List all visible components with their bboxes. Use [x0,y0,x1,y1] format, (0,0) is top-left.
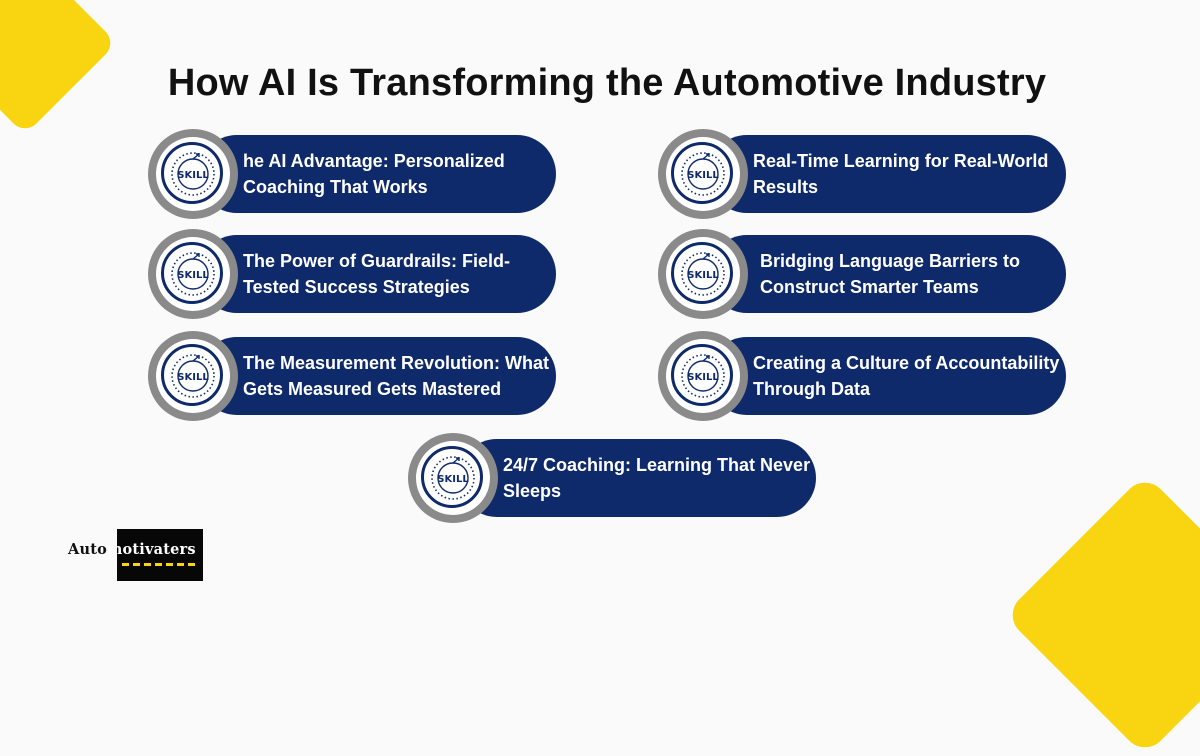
topic-label: The Measurement Revolution: What Gets Me… [243,353,550,399]
brand-logo-box [117,529,203,581]
decorative-yellow-diamond-bottom-right [1003,473,1200,756]
skill-badge-icon: SKILL [681,152,725,196]
topic-card-guardrails: SKILL The Power of Guardrails: Field-Tes… [148,229,558,319]
svg-text:SKILL: SKILL [687,270,719,281]
topic-card-24-7-coaching: SKILL 24/7 Coaching: Learning That Never… [408,433,818,523]
svg-text:SKILL: SKILL [177,170,209,181]
skill-badge-icon: SKILL [171,252,215,296]
topic-label: Bridging Language Barriers to Construct … [760,251,1021,297]
skill-badge-icon: SKILL [431,456,475,500]
topic-card-personalized-coaching: SKILL he AI Advantage: Personalized Coac… [148,129,558,219]
topic-card-measurement-revolution: SKILL The Measurement Revolution: What G… [148,331,558,421]
topic-pill [198,337,556,415]
svg-text:SKILL: SKILL [437,474,469,485]
svg-text:SKILL: SKILL [177,372,209,383]
badge: SKILL [658,331,748,421]
topic-label: Creating a Culture of Accountability Thr… [753,353,1060,399]
topic-pill [708,135,1066,213]
badge: SKILL [148,331,238,421]
brand-logo-text-part2: motivaters [106,541,196,558]
topic-label: Real-Time Learning for Real-World Result… [753,151,1049,197]
skill-badge-icon: SKILL [681,354,725,398]
topic-pill [458,439,816,517]
badge: SKILL [658,229,748,319]
topic-card-language-barriers: SKILL Bridging Language Barriers to Cons… [658,229,1068,319]
badge: SKILL [408,433,498,523]
skill-badge-icon: SKILL [171,354,215,398]
svg-text:SKILL: SKILL [177,270,209,281]
brand-logo-road-dashes [122,563,198,566]
topic-pill [198,135,556,213]
topic-pill [198,235,556,313]
badge: SKILL [148,229,238,319]
brand-logo-text: Automotivaters [68,541,196,558]
svg-text:SKILL: SKILL [687,170,719,181]
badge: SKILL [658,129,748,219]
topic-card-real-time-learning: SKILL Real-Time Learning for Real-World … [658,129,1068,219]
skill-badge-icon: SKILL [681,252,725,296]
topic-label: 24/7 Coaching: Learning That Never Sleep… [503,455,811,501]
svg-text:SKILL: SKILL [687,372,719,383]
skill-badge-icon: SKILL [171,152,215,196]
topic-card-accountability: SKILL Creating a Culture of Accountabili… [658,331,1068,421]
page-title: How AI Is Transforming the Automotive In… [167,62,1047,104]
topic-label: he AI Advantage: Personalized Coaching T… [243,151,505,197]
brand-logo-text-part1: Auto [68,541,107,558]
badge: SKILL [148,129,238,219]
topic-pill [708,337,1066,415]
topic-label: The Power of Guardrails: Field-Tested Su… [243,251,511,297]
topic-pill [708,235,1066,313]
